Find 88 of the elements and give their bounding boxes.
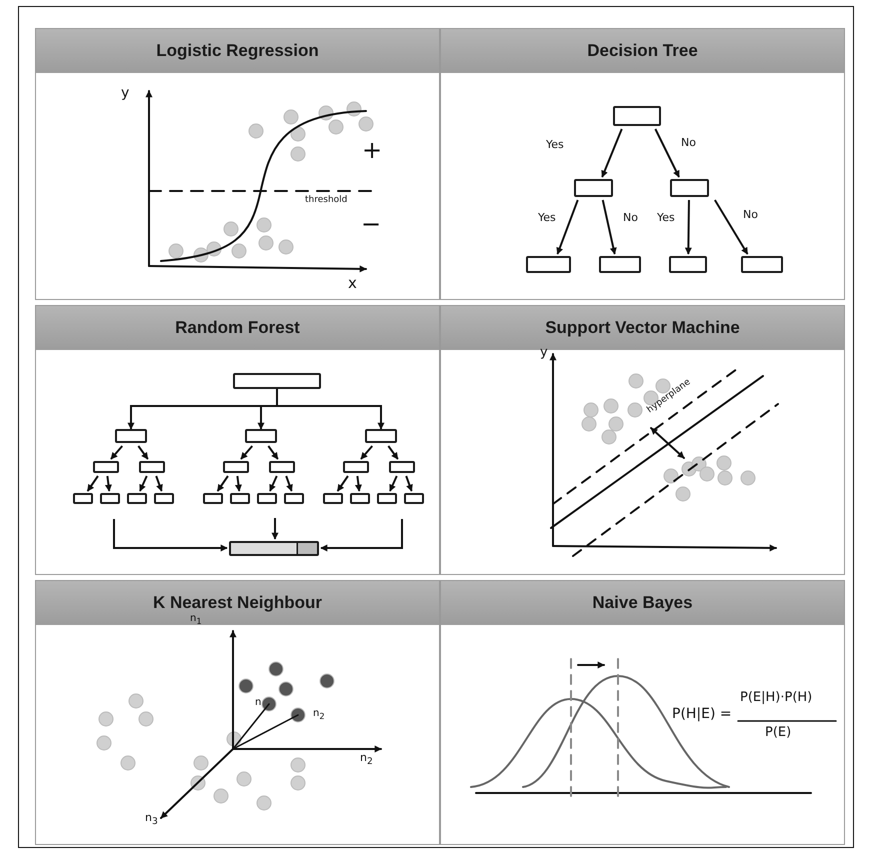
arrow <box>272 518 278 540</box>
panel-title: Support Vector Machine <box>441 306 844 350</box>
panel-title: Logistic Regression <box>36 29 439 73</box>
axis-label: n$_{1}$ <box>190 614 202 626</box>
tree-node-box <box>115 429 147 443</box>
tree-node-box <box>203 493 223 504</box>
arrow <box>556 200 579 255</box>
point-label: n$_{2}$ <box>313 709 325 720</box>
formula-text: P(H|E) = <box>672 707 732 721</box>
arrow <box>86 475 99 492</box>
line-label: threshold <box>305 196 348 205</box>
panel <box>440 305 845 575</box>
tree-node-box <box>323 493 343 504</box>
panel-title: Decision Tree <box>441 29 844 73</box>
tree-node-box <box>73 493 93 504</box>
formula-text: P(E|H)·P(H) <box>740 691 812 704</box>
tree-node-box <box>613 106 661 126</box>
arrow <box>336 475 349 492</box>
arrow <box>216 475 229 492</box>
sign-label: − <box>361 212 382 236</box>
arrow <box>104 476 112 492</box>
formula-text: P(E) <box>765 726 792 739</box>
arrow <box>285 476 293 492</box>
edge-label: Yes <box>657 212 675 223</box>
arrow <box>389 476 398 492</box>
axis-label: n$_{3}$ <box>145 812 158 826</box>
tree-node-box <box>670 179 709 197</box>
axis-label: x <box>348 276 357 291</box>
tree-node-box <box>154 493 174 504</box>
tree-node-box <box>245 429 277 443</box>
arrow <box>110 445 123 460</box>
edge-label: No <box>743 209 758 220</box>
tree-node-box <box>343 461 369 473</box>
arrow <box>113 519 228 552</box>
panel-title: Random Forest <box>36 306 439 350</box>
arrow <box>155 476 163 492</box>
arrow <box>139 476 148 492</box>
panel <box>35 28 440 300</box>
edge-label: No <box>623 212 638 223</box>
tree-node-box <box>230 493 250 504</box>
panel-title: Naive Bayes <box>441 581 844 625</box>
tree-node-box <box>669 256 707 273</box>
tree-node-box <box>389 461 415 473</box>
arrow <box>269 476 278 492</box>
panel <box>440 580 845 845</box>
tree-node-box <box>233 373 321 389</box>
tree-node-box <box>269 461 295 473</box>
tree-node-box <box>100 493 120 504</box>
arrow <box>405 476 413 492</box>
arrow <box>602 200 617 255</box>
arrow <box>138 445 149 460</box>
tree-node-box <box>365 429 397 443</box>
arrow <box>714 199 748 255</box>
arrow <box>240 445 253 460</box>
arrow <box>276 389 384 430</box>
arrow <box>234 476 242 492</box>
panel <box>35 305 440 575</box>
tree-node-box <box>574 179 613 197</box>
edge-label: Yes <box>538 212 556 223</box>
edge-label: Yes <box>546 139 564 150</box>
point-label: n <box>255 698 262 708</box>
tree-node-box <box>599 256 641 273</box>
tree-node-box <box>139 461 165 473</box>
tree-node-box <box>404 493 424 504</box>
arrow <box>601 128 623 178</box>
arrow <box>360 445 373 460</box>
panel <box>35 580 440 845</box>
sign-label: + <box>362 138 382 162</box>
tree-node-box <box>741 256 783 273</box>
result-bar <box>229 541 319 556</box>
tree-node-box <box>257 493 277 504</box>
arrow <box>320 519 403 552</box>
edge-label: No <box>681 137 696 148</box>
arrow <box>684 200 692 255</box>
tree-node-box <box>377 493 397 504</box>
tree-node-box <box>127 493 147 504</box>
arrow <box>388 445 399 460</box>
arrow <box>654 128 680 178</box>
panel <box>440 28 845 300</box>
tree-node-box <box>526 256 571 273</box>
arrow <box>268 445 279 460</box>
tree-node-box <box>350 493 370 504</box>
arrow <box>354 476 362 492</box>
tree-node-box <box>223 461 249 473</box>
tree-node-box <box>93 461 119 473</box>
axis-label: n$_{2}$ <box>360 752 373 766</box>
tree-node-box <box>284 493 304 504</box>
axis-label: y <box>121 86 130 100</box>
